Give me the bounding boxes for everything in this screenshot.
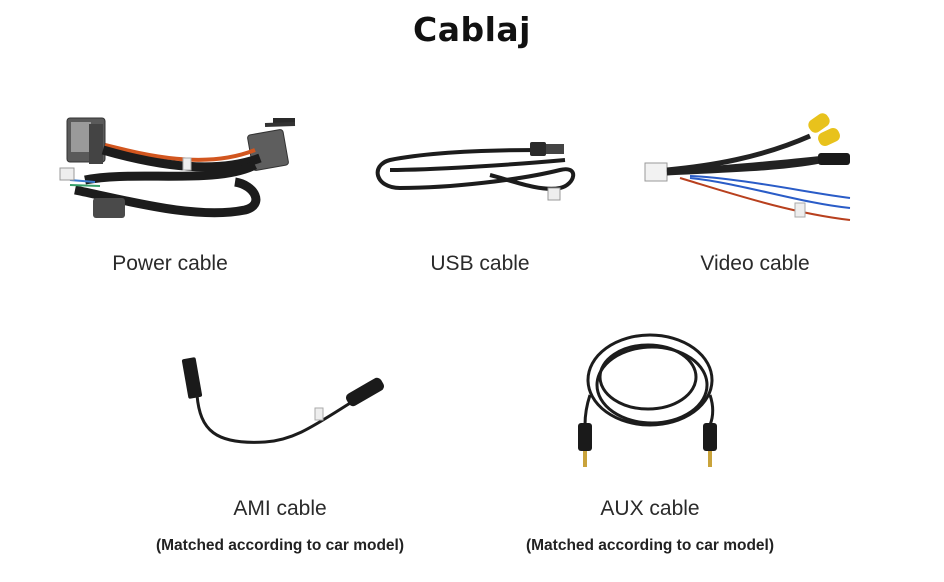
page-title: Cablaj xyxy=(412,10,531,49)
video-cable-label: Video cable xyxy=(700,252,810,275)
aux-cable-label: AUX cable xyxy=(600,497,700,520)
aux-cable-image xyxy=(578,333,717,467)
video-cable-image xyxy=(644,113,851,221)
ami-cable-note: (Matched according to car model) xyxy=(155,537,405,554)
power-cable-label: Power cable xyxy=(112,252,228,275)
ami-cable-image xyxy=(181,357,384,444)
usb-cable-label: USB cable xyxy=(430,252,530,275)
aux-cable-note: (Matched according to car model) xyxy=(525,537,775,554)
usb-cable-image xyxy=(375,142,576,201)
power-cable-image xyxy=(59,117,296,218)
ami-cable-label: AMI cable xyxy=(233,497,327,520)
